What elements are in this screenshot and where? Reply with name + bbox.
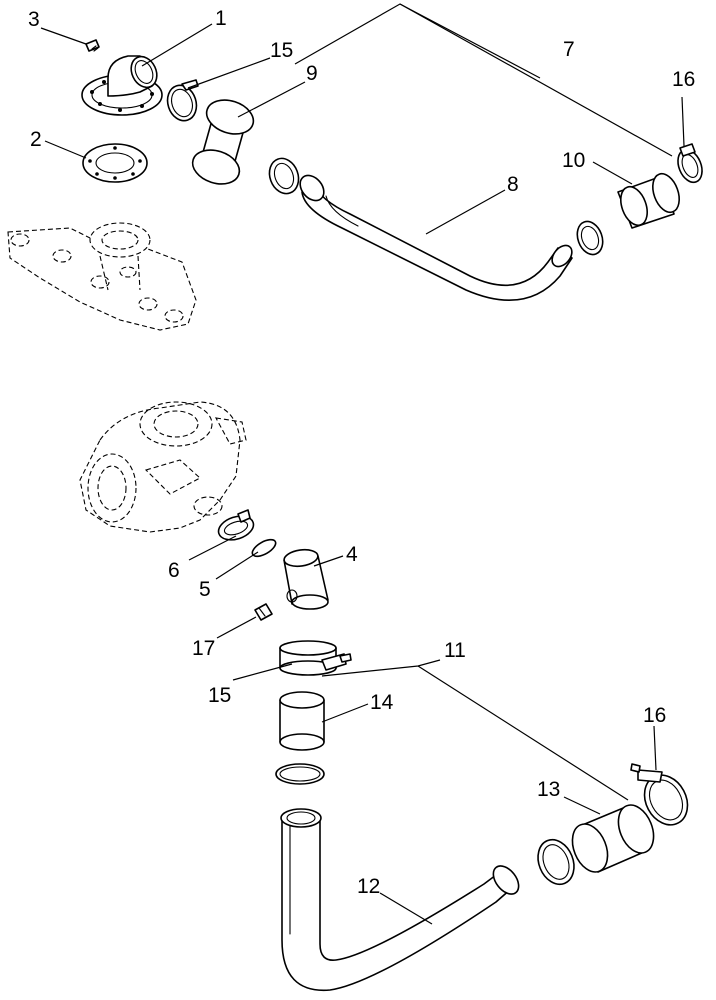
turbocharger-phantom [79, 401, 247, 533]
part-ring-bottom-left [275, 763, 325, 785]
callout-4: 4 [346, 543, 358, 566]
callout-7: 7 [563, 38, 575, 61]
part-15-clamp-bottom [279, 640, 352, 676]
callout-16-top: 16 [672, 68, 695, 91]
part-ring-bottom-right [537, 838, 575, 886]
part-6-clamp [217, 509, 255, 541]
part-3-screw [85, 39, 100, 52]
callout-8: 8 [507, 173, 519, 196]
callout-17: 17 [192, 637, 215, 660]
callout-2: 2 [30, 128, 42, 151]
part-4-elbow [283, 548, 329, 610]
part-16-clamp-bottom [630, 763, 689, 826]
part-15-clamp-top [166, 79, 199, 122]
callout-10: 10 [562, 149, 585, 172]
callout-15-top: 15 [270, 39, 293, 62]
callout-3: 3 [28, 8, 40, 31]
part-1-elbow [81, 55, 163, 116]
part-8-pipe [299, 174, 573, 301]
callout-6: 6 [168, 559, 180, 582]
callout-labels: 3 1 2 15 9 7 16 10 8 4 6 5 17 11 15 14 1… [28, 7, 695, 898]
leader-lines [40, 3, 685, 925]
callout-1: 1 [215, 7, 227, 30]
callout-9: 9 [306, 62, 318, 85]
callout-11: 11 [444, 639, 466, 662]
part-16-clamp-top [677, 143, 703, 184]
callout-14: 14 [370, 691, 394, 714]
callout-15-bottom: 15 [208, 684, 231, 707]
part-17-plug [254, 603, 273, 621]
part-ring-top-left [268, 157, 300, 195]
callout-5: 5 [199, 578, 211, 601]
callout-16-bottom: 16 [643, 704, 666, 727]
part-9-sleeve [191, 99, 255, 185]
part-12-pipe [280, 808, 520, 992]
part-2-gasket [82, 143, 148, 183]
part-14-sleeve [279, 691, 325, 751]
part-5-gasket [251, 538, 277, 558]
exhaust-manifold-phantom [7, 222, 197, 331]
callout-13: 13 [537, 778, 560, 801]
callout-12: 12 [357, 875, 380, 898]
part-13-sleeve [571, 804, 655, 873]
part-10-sleeve [617, 172, 680, 229]
part-ring-top-right [576, 220, 604, 256]
